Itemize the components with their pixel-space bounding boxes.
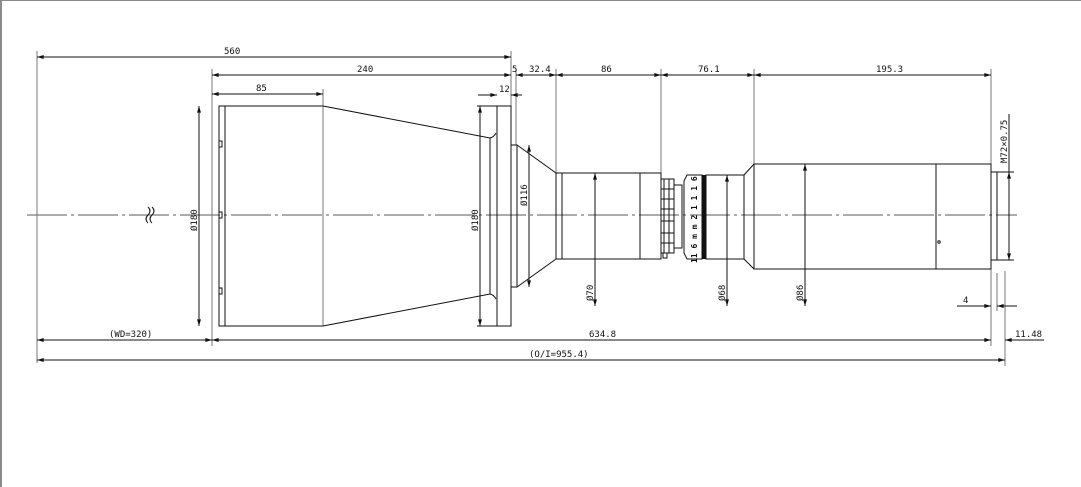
middle-lens-body: 11 6 m m 2 1 1 1 6 — [510, 144, 755, 288]
dim-86: 86 — [601, 65, 612, 75]
dim-11-48: 11.48 — [1015, 330, 1042, 340]
dim-dia-68: Ø68 — [717, 285, 728, 301]
dim-dia-180-front: Ø180 — [189, 209, 200, 231]
dim-thread-m72: M72×0.75 — [1000, 120, 1010, 163]
break-symbol — [145, 206, 155, 224]
dimension-lines — [37, 55, 1044, 362]
extension-lines — [36, 51, 1006, 366]
ring-marking: 11 6 m m 2 1 1 1 6 — [690, 176, 699, 263]
rear-lens-body — [753, 163, 998, 270]
front-lens-body — [218, 105, 512, 327]
dim-5: 5 — [512, 65, 517, 75]
dim-object-to-image: (O/I=955.4) — [529, 350, 589, 360]
dim-dia-180-flange: Ø180 — [470, 209, 481, 231]
dim-4: 4 — [963, 296, 968, 306]
dim-560: 560 — [224, 47, 240, 57]
dim-195-3: 195.3 — [876, 65, 903, 75]
dim-85: 85 — [256, 84, 267, 94]
dim-working-distance: (WD=320) — [109, 330, 152, 340]
dim-32-4: 32.4 — [529, 65, 551, 75]
dim-dia-116: Ø116 — [519, 184, 530, 206]
dim-634-8: 634.8 — [589, 330, 616, 340]
dim-dia-86: Ø86 — [795, 285, 806, 301]
dim-12: 12 — [499, 85, 510, 95]
dim-76-1: 76.1 — [698, 65, 720, 75]
dim-dia-70: Ø70 — [585, 285, 596, 301]
dim-240: 240 — [357, 65, 373, 75]
